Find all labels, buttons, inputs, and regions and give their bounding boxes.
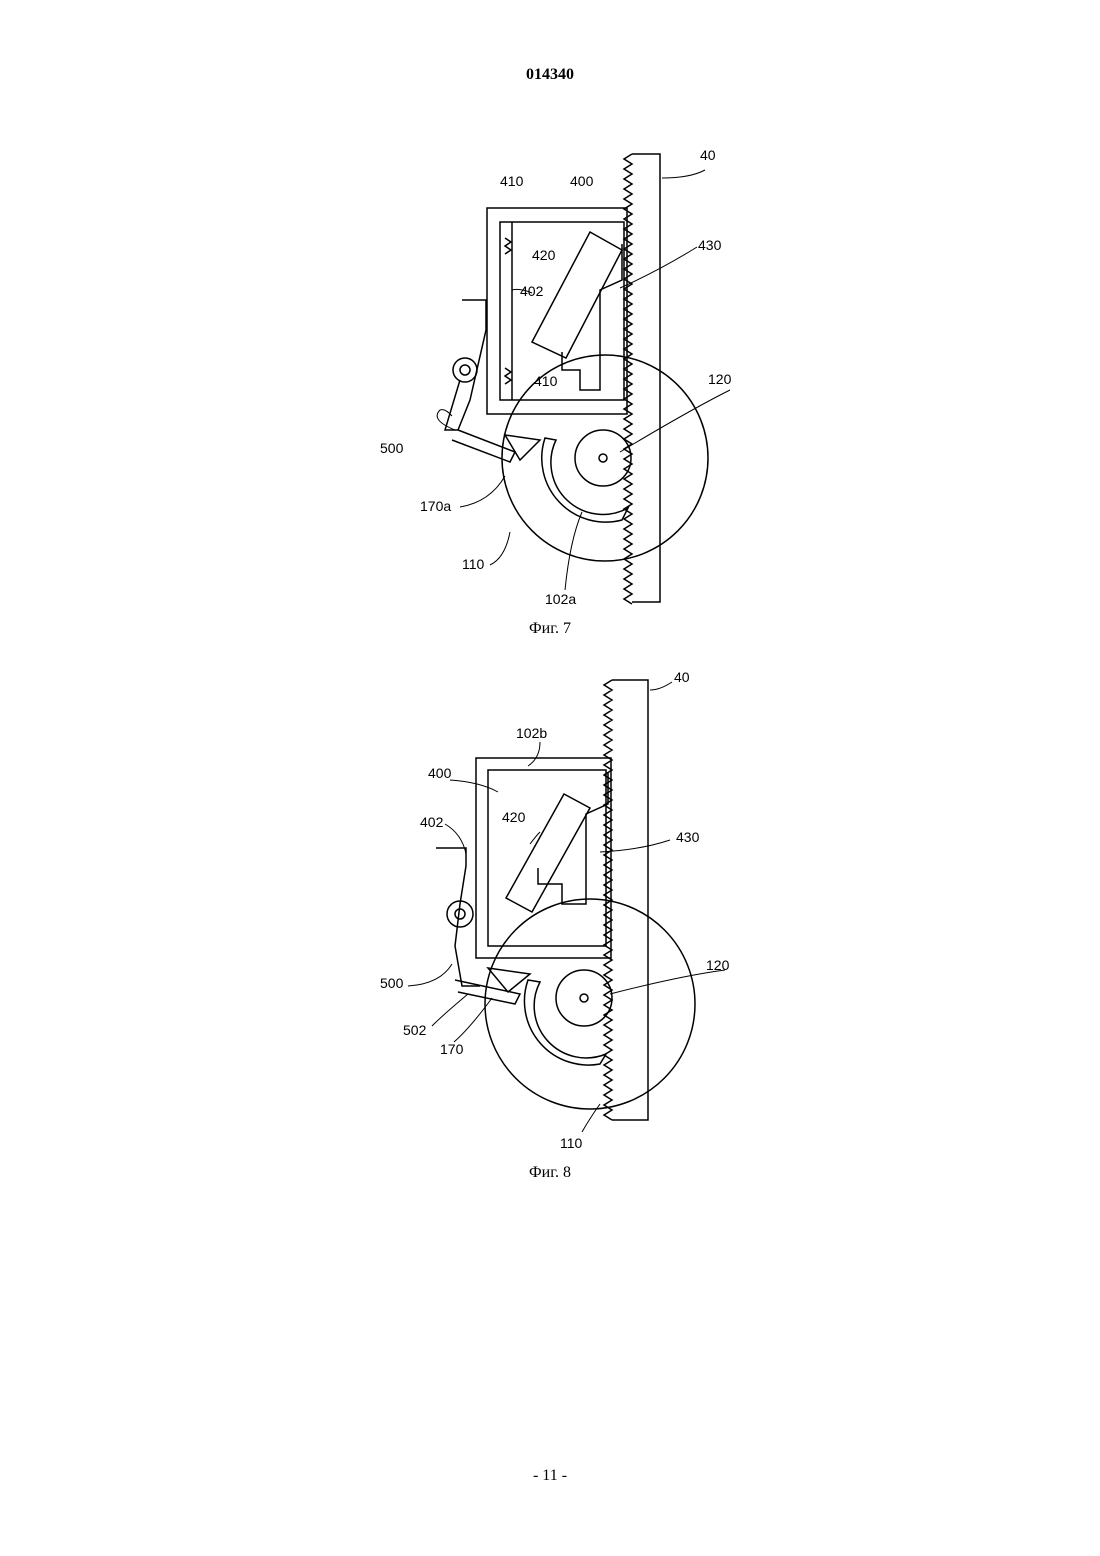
label-170: 170 [440, 1041, 464, 1057]
label-402: 402 [520, 283, 544, 299]
label-500: 500 [380, 975, 404, 991]
rack-body [632, 154, 660, 602]
page-number: - 11 - [0, 1467, 1100, 1485]
guide-arc [524, 980, 606, 1065]
gear-120 [556, 970, 612, 1026]
gear-120 [575, 430, 631, 486]
label-400: 400 [428, 765, 452, 781]
figure-8: 40 102b 400 402 420 430 120 500 502 170 … [0, 664, 1100, 1160]
figure-8-drawing: 40 102b 400 402 420 430 120 500 502 170 … [0, 664, 1100, 1160]
label-120: 120 [706, 957, 730, 973]
disk-110 [502, 355, 708, 561]
spring-top [505, 238, 511, 254]
rack-body [612, 680, 648, 1120]
figure-7: 40 410 400 420 430 402 410 120 500 170a … [0, 140, 1100, 620]
disk-110 [485, 899, 695, 1109]
label-40: 40 [674, 669, 690, 685]
outer-frame [476, 758, 611, 958]
label-420: 420 [532, 247, 556, 263]
label-40: 40 [700, 147, 716, 163]
figure-7-drawing: 40 410 400 420 430 402 410 120 500 170a … [0, 140, 1100, 620]
spring-bottom [505, 368, 511, 384]
label-102a: 102a [545, 591, 576, 607]
label-402: 402 [420, 814, 444, 830]
figure-8-caption: Фиг. 8 [0, 1164, 1100, 1182]
label-502: 502 [403, 1022, 427, 1038]
label-110: 110 [462, 556, 485, 572]
rack-teeth [624, 154, 632, 604]
label-400: 400 [570, 173, 594, 189]
label-120: 120 [708, 371, 732, 387]
frame-400 [488, 770, 606, 946]
label-430: 430 [698, 237, 722, 253]
frame-400 [500, 222, 624, 400]
label-102b: 102b [516, 725, 547, 741]
document-number: 014340 [0, 66, 1100, 84]
figure-7-caption: Фиг. 7 [0, 620, 1100, 638]
label-430: 430 [676, 829, 700, 845]
lever-roller [453, 358, 477, 382]
label-110: 110 [560, 1135, 583, 1151]
label-500: 500 [380, 440, 404, 456]
label-420: 420 [502, 809, 526, 825]
label-410-top: 410 [500, 173, 524, 189]
latch-170a [505, 435, 540, 460]
label-410-bottom: 410 [534, 373, 558, 389]
label-170a: 170a [420, 498, 451, 514]
